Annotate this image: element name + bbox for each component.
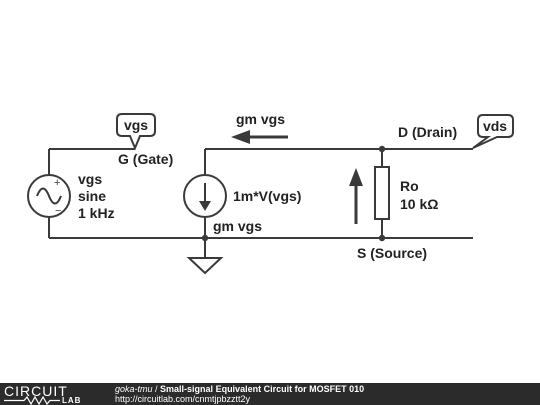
probe-vgs: vgs — [116, 113, 156, 151]
credit-line: goka-tmu / Small-signal Equivalent Circu… — [115, 384, 364, 395]
wires — [48, 148, 473, 258]
resistor-value-label: 10 kΩ — [400, 196, 438, 212]
resistor-name-label: Ro — [400, 178, 419, 194]
footer-bar: CIRCUIT LAB goka-tmu / Small-signal Equi… — [0, 383, 540, 405]
gate-node-label: G (Gate) — [118, 151, 173, 167]
probe-vds: vds — [472, 114, 514, 149]
junction-drain — [378, 145, 386, 153]
minus-sign: − — [55, 205, 61, 217]
logo-text-top: CIRCUIT — [4, 383, 68, 399]
ac-voltage-source: + − — [27, 174, 71, 218]
author-link[interactable]: goka-tmu — [115, 384, 153, 394]
circuit-title: Small-signal Equivalent Circuit for MOSF… — [160, 384, 365, 394]
left-arrow-icon — [231, 130, 288, 144]
credit-separator: / — [152, 384, 161, 394]
drain-node-label: D (Drain) — [398, 124, 457, 140]
circuit-schematic: + − vgs vds G (Gate) gm vgs D (Drain) S … — [27, 111, 514, 275]
junction-ground — [201, 234, 209, 242]
source-freq-label: 1 kHz — [78, 205, 115, 221]
plus-sign: + — [54, 177, 60, 189]
circuitlab-logo[interactable]: CIRCUIT LAB — [4, 383, 94, 405]
ground-icon — [186, 257, 224, 275]
source-type-label: sine — [78, 188, 106, 204]
probe-vds-label: vds — [483, 118, 507, 134]
resistor-squiggle-icon — [4, 396, 60, 405]
dep-source-expr-label: 1m*V(vgs) — [233, 188, 301, 204]
logo-text-bottom: LAB — [62, 396, 82, 405]
resistor-ro — [374, 166, 390, 220]
junction-source — [378, 234, 386, 242]
dep-source-gm-label: gm vgs — [213, 218, 262, 234]
source-name-label: vgs — [78, 171, 102, 187]
up-arrow-icon — [349, 168, 363, 224]
dependent-current-source — [183, 174, 227, 218]
sine-wave-icon — [36, 187, 62, 205]
current-arrow-label: gm vgs — [236, 111, 285, 127]
probe-vgs-label: vgs — [124, 117, 148, 133]
circuit-url-link[interactable]: http://circuitlab.com/cnmtjpbzztt2y — [115, 394, 251, 404]
source-node-label: S (Source) — [357, 245, 427, 261]
